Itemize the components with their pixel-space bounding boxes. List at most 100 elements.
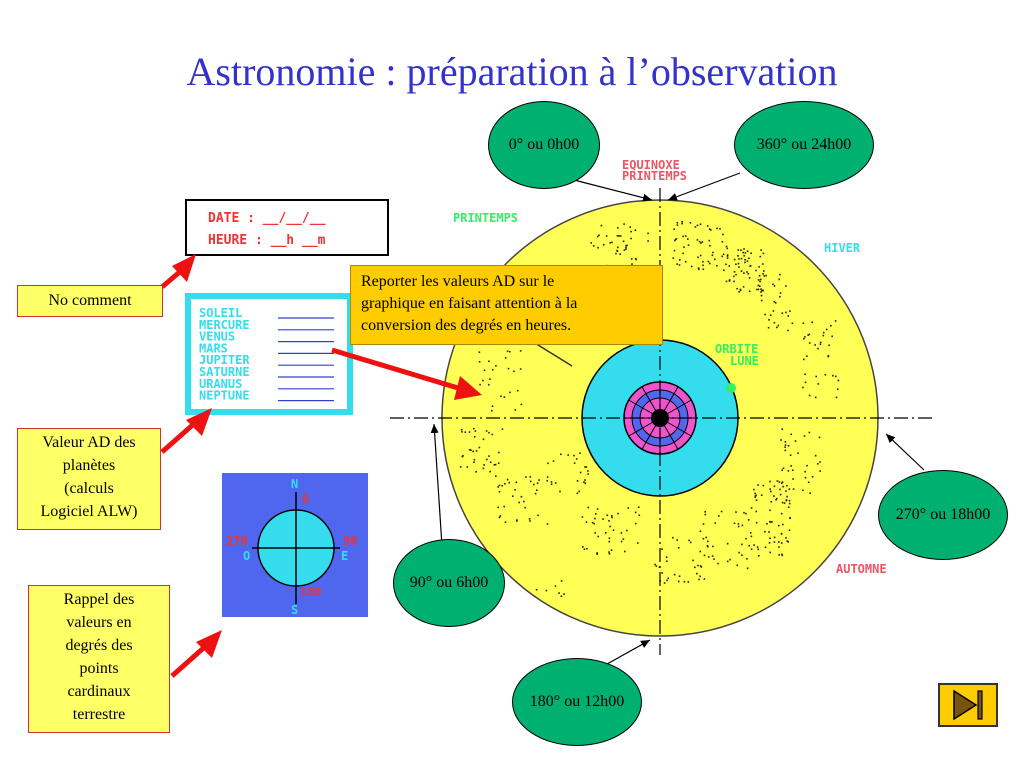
star-dot: [535, 589, 538, 591]
star-dot: [593, 522, 595, 525]
star-dot: [783, 502, 786, 504]
star-dot: [479, 383, 481, 386]
star-dot: [554, 585, 557, 587]
star-dot: [759, 280, 761, 283]
star-dot: [623, 249, 626, 251]
star-dot: [744, 259, 746, 261]
star-dot: [779, 292, 782, 294]
oval-90-deg-text: 90° ou 6h00: [409, 574, 489, 591]
star-dot: [684, 260, 687, 263]
star-dot: [746, 250, 749, 252]
planet-label: NEPTUNE: [199, 389, 250, 403]
star-dot: [756, 288, 758, 291]
star-dot: [677, 580, 680, 583]
star-dot: [609, 525, 611, 528]
next-slide-button[interactable]: [938, 683, 998, 727]
oval-360-deg: 360° ou 24h00: [734, 101, 874, 189]
star-dot: [723, 269, 725, 271]
star-dot: [585, 466, 588, 468]
star-dot: [825, 328, 828, 331]
star-dot: [760, 291, 762, 293]
star-dot: [498, 516, 501, 519]
planet-label: MERCURE: [199, 318, 250, 332]
star-dot: [817, 383, 820, 385]
star-dot: [678, 264, 681, 266]
star-dot: [584, 466, 586, 468]
star-dot: [781, 553, 783, 556]
rappel-line: cardinaux: [67, 683, 131, 700]
star-dot: [488, 383, 490, 386]
star-dot: [486, 458, 488, 461]
star-dot: [697, 267, 700, 269]
star-dot: [459, 466, 462, 468]
star-dot: [781, 428, 784, 430]
star-dot: [608, 540, 611, 543]
star-dot: [474, 430, 477, 432]
star-dot: [757, 484, 759, 486]
star-dot: [817, 347, 819, 350]
star-dot: [617, 227, 619, 229]
planet-label: SATURNE: [199, 365, 250, 379]
star-dot: [780, 482, 783, 485]
star-dot: [725, 245, 728, 248]
star-dot: [475, 450, 478, 452]
star-dot: [699, 550, 701, 553]
star-dot: [803, 337, 805, 340]
compass-south: S: [291, 603, 298, 617]
star-dot: [781, 501, 784, 504]
star-dot: [763, 275, 766, 277]
star-dot: [791, 469, 794, 471]
star-dot: [746, 567, 749, 570]
star-dot: [519, 368, 522, 370]
star-dot: [740, 270, 743, 272]
star-dot: [537, 514, 539, 517]
star-dot: [737, 523, 740, 525]
star-dot: [616, 235, 619, 237]
star-dot: [581, 516, 584, 518]
star-dot: [623, 223, 625, 225]
star-dot: [743, 511, 745, 514]
star-dot: [781, 469, 783, 471]
star-dot: [630, 230, 632, 233]
compass-west: O: [243, 549, 250, 563]
star-dot: [690, 265, 693, 268]
star-dot: [726, 257, 729, 259]
star-dot: [802, 489, 804, 492]
star-dot: [768, 319, 770, 321]
planet-label: SOLEIL: [199, 306, 242, 320]
star-dot: [672, 257, 675, 259]
star-dot: [503, 396, 506, 398]
star-dot: [637, 506, 640, 508]
star-dot: [503, 505, 505, 508]
star-dot: [778, 481, 781, 483]
star-dot: [740, 257, 743, 260]
star-dot: [678, 575, 681, 577]
star-dot: [627, 507, 630, 509]
star-dot: [666, 579, 668, 582]
star-dot: [762, 252, 765, 255]
star-dot: [755, 510, 757, 513]
star-dot: [560, 595, 563, 597]
star-dot: [672, 536, 674, 539]
star-dot: [529, 520, 531, 522]
star-dot: [606, 514, 609, 517]
star-dot: [749, 264, 752, 267]
star-dot: [491, 368, 494, 371]
compass-south-deg: 180: [300, 585, 322, 599]
star-dot: [585, 521, 588, 523]
star-dot: [473, 461, 475, 463]
star-dot: [519, 350, 522, 352]
star-dot: [785, 499, 788, 502]
star-dot: [728, 265, 731, 267]
star-dot: [784, 444, 787, 446]
star-dot: [786, 540, 788, 542]
star-dot: [764, 546, 767, 548]
star-dot: [626, 244, 628, 247]
star-dot: [663, 582, 666, 584]
star-dot: [586, 547, 588, 550]
star-dot: [699, 223, 702, 226]
star-dot: [786, 484, 788, 487]
star-dot: [596, 508, 599, 510]
star-dot: [504, 357, 507, 359]
star-dot: [612, 529, 615, 531]
